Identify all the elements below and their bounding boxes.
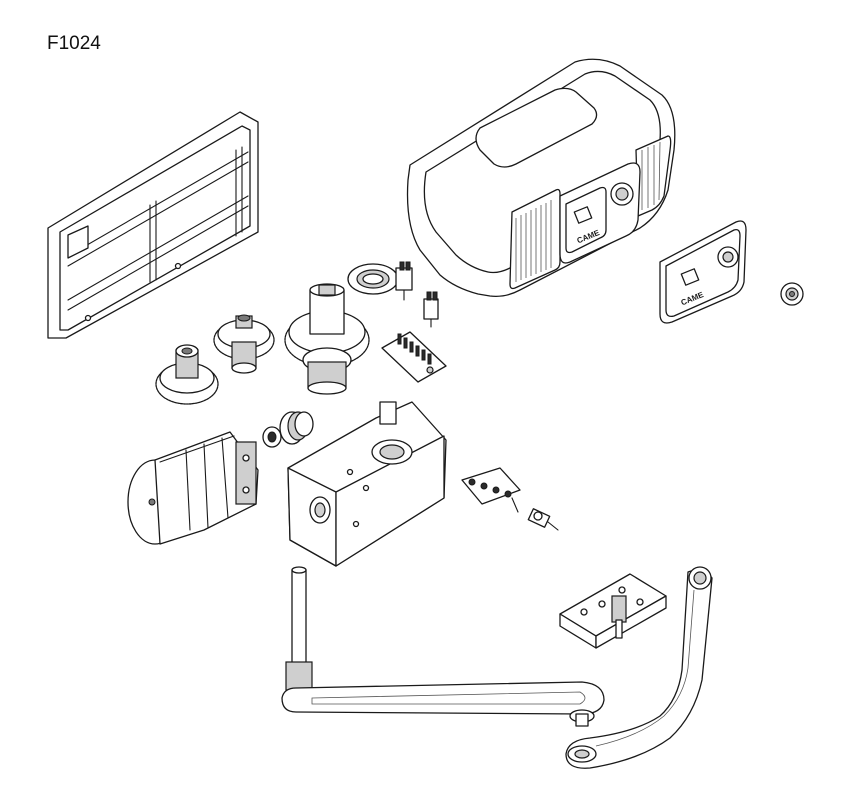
figure-code: F1024 bbox=[47, 33, 101, 54]
double-gear-small bbox=[155, 344, 219, 405]
terminal-board bbox=[381, 331, 447, 383]
release-key bbox=[527, 508, 559, 531]
cap bbox=[780, 282, 804, 306]
curved-arm bbox=[565, 566, 713, 769]
transmission-arm bbox=[281, 566, 605, 727]
selector-plate: CAME bbox=[659, 220, 747, 324]
microswitch-connectors bbox=[395, 261, 439, 328]
cover: CAME bbox=[406, 58, 676, 298]
motor bbox=[127, 431, 259, 545]
double-gear-medium bbox=[213, 314, 275, 374]
output-gear-shaft bbox=[284, 283, 370, 395]
bracket bbox=[559, 573, 667, 649]
ring-nut bbox=[347, 263, 399, 295]
worm-screw bbox=[262, 411, 314, 448]
cable-clamps bbox=[461, 467, 521, 513]
gearbox bbox=[287, 401, 447, 567]
mounting-plate bbox=[47, 111, 259, 339]
